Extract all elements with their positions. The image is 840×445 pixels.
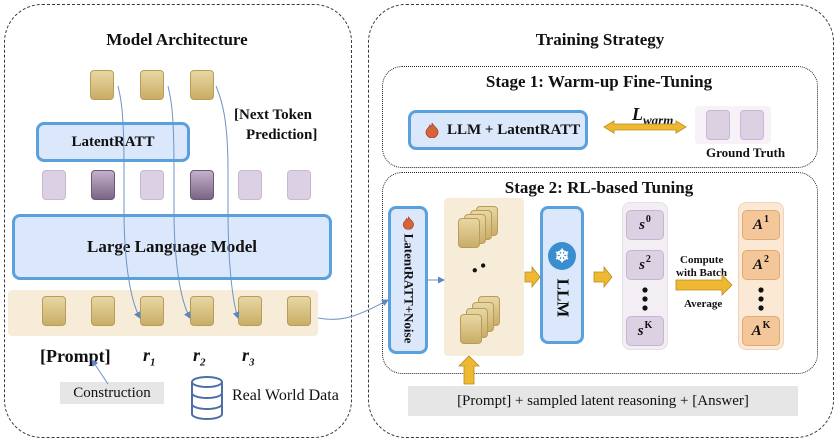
- connector-line: [317, 299, 389, 320]
- stage2-box: [382, 172, 818, 374]
- r3-base: r: [242, 345, 250, 365]
- latent-stack-token: [458, 218, 480, 248]
- training-strategy-panel: [368, 4, 834, 438]
- stage1-title: Stage 1: Warm-up Fine-Tuning: [485, 72, 713, 91]
- training-strategy-title: Training Strategy: [535, 30, 665, 49]
- s2-base: s: [639, 256, 645, 273]
- ground-truth-token: [706, 110, 730, 140]
- connector-line: [167, 85, 191, 319]
- input-token: [140, 296, 164, 326]
- latentratt-noise-text: LatentRATT+Noise: [400, 216, 416, 343]
- llm-frozen-box: ❄ LLM: [540, 206, 584, 344]
- gold-arrow: [593, 265, 613, 289]
- s2-sup: 2: [645, 253, 651, 265]
- connector-line: [117, 85, 141, 319]
- input-token: [238, 296, 262, 326]
- input-token: [287, 296, 311, 326]
- construction-arrow: [91, 359, 109, 385]
- output-token: [90, 70, 114, 100]
- advantage-column-dots: [757, 286, 765, 312]
- a1-sup: 1: [764, 213, 769, 225]
- database-icon: [190, 374, 224, 422]
- hidden-token: [287, 170, 311, 200]
- r2-label: r2: [193, 345, 206, 369]
- s0-base: s: [639, 216, 645, 233]
- a1-base: A: [752, 216, 763, 233]
- aK-sup: K: [762, 319, 771, 331]
- model-architecture-panel: [4, 4, 352, 438]
- r2-base: r: [193, 345, 201, 365]
- stage2-input-bar: [Prompt] + sampled latent reasoning + [A…: [408, 386, 798, 416]
- input-token: [91, 296, 115, 326]
- hidden-token: [190, 170, 214, 200]
- r3-label: r3: [242, 345, 255, 369]
- large-language-model-box: Large Language Model: [12, 214, 332, 280]
- input-token: [190, 296, 214, 326]
- model-architecture-title: Model Architecture: [106, 30, 248, 49]
- compute-line2: with Batch: [676, 267, 728, 279]
- stage1-box: [382, 66, 818, 168]
- output-token: [190, 70, 214, 100]
- large-language-model-label: Large Language Model: [87, 237, 257, 256]
- llm-latentratt-box: LLM + LatentRATT: [408, 110, 588, 150]
- sK-base: s: [637, 322, 644, 339]
- output-token: [140, 70, 164, 100]
- ground-truth-label: Ground Truth: [706, 145, 786, 160]
- snowflake-icon: ❄: [548, 242, 576, 270]
- compute-line1: Compute: [680, 254, 724, 266]
- l-warm-arrow: [603, 120, 687, 134]
- next-token-label-line1: [Next Token: [234, 107, 312, 123]
- flame-icon: [402, 216, 414, 230]
- compute-line3: Average: [684, 298, 723, 310]
- flame-icon: [425, 122, 439, 138]
- gold-arrow: [524, 265, 541, 289]
- a2-base: A: [752, 256, 763, 273]
- hidden-token: [140, 170, 164, 200]
- score-column-dots: [641, 286, 649, 312]
- hidden-token: [42, 170, 66, 200]
- sK-sup: K: [644, 319, 653, 331]
- ground-truth-token: [740, 110, 764, 140]
- llm-latentratt-label: LLM + LatentRATT: [447, 121, 581, 138]
- r1-label: r1: [143, 345, 156, 369]
- aK-base: A: [751, 322, 762, 339]
- r2-sub: 2: [200, 356, 206, 369]
- s0-sup: 0: [645, 213, 651, 225]
- r1-sub: 1: [150, 356, 156, 369]
- hidden-token: [238, 170, 262, 200]
- latentratt-noise-box: LatentRATT+Noise: [388, 206, 428, 354]
- l-warm-base: L: [632, 104, 643, 124]
- latent-stack-token: [460, 314, 482, 344]
- gold-arrow: [675, 274, 733, 296]
- r1-base: r: [143, 345, 151, 365]
- hidden-token: [91, 170, 115, 200]
- connector-line: [215, 85, 240, 319]
- a2-sup: 2: [764, 253, 769, 265]
- input-token: [42, 296, 66, 326]
- latentratt-label: LatentRATT: [71, 133, 155, 150]
- latentratt-module: LatentRATT: [36, 122, 190, 162]
- gold-arrow: [458, 355, 480, 385]
- real-world-data-label: Real World Data: [232, 387, 339, 404]
- next-token-label-line2: Prediction]: [246, 127, 318, 143]
- construction-label: Construction: [60, 382, 164, 404]
- stage2-title: Stage 2: RL-based Tuning: [504, 178, 694, 197]
- r3-sub: 3: [249, 356, 255, 369]
